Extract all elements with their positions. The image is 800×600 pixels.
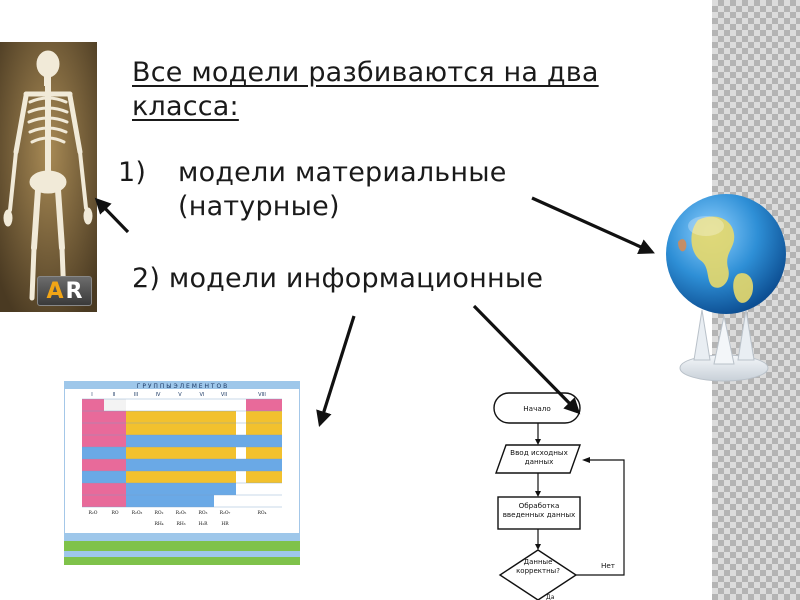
globe-image — [666, 194, 786, 382]
flowchart-input-label: Ввод исходных данных — [510, 448, 568, 466]
ptable-hydride-4: HR — [221, 521, 229, 527]
flowchart-no-label: Нет — [601, 561, 615, 570]
slide-title: Все модели разбиваются на два класса: — [132, 57, 599, 122]
flowchart-process-shape — [497, 496, 581, 530]
ptable-oxide-2: RO — [111, 510, 118, 516]
flowchart-decision-label: Данные корректны? — [516, 558, 560, 575]
ptable-hydride-3: H₂R — [198, 521, 208, 527]
ptable-oxide-3: R₂O₃ — [132, 510, 143, 516]
flowchart-yes-label: Да — [546, 594, 555, 600]
ptable-group-7: VII — [221, 392, 227, 398]
ptable-oxide-1: R₂O — [89, 510, 98, 516]
ptable-cells — [82, 399, 282, 507]
ar-letter-r: R — [65, 278, 83, 304]
ptable-oxide-4: RO₂ — [155, 510, 164, 516]
list-item-1-text: модели материальные (натурные) — [178, 157, 507, 222]
ptable-group-5: V — [178, 392, 182, 398]
flowchart-process-label: Обработка введенных данных — [502, 501, 576, 519]
ptable-oxide-7: R₂O₇ — [220, 510, 231, 516]
ptable-oxide-8: RO₄ — [258, 510, 267, 516]
flowchart-start-label: Начало — [523, 404, 550, 413]
ptable-hydride-1: RH₄ — [154, 521, 163, 527]
arrow-to-periodic-table — [316, 315, 356, 428]
list-item-2-text: 2) модели информационные — [132, 263, 544, 294]
periodic-table-image: Г Р У П П Ы Э Л Е М Е Н Т О В I II III I… — [64, 381, 300, 565]
ptable-header: Г Р У П П Ы Э Л Е М Е Н Т О В — [137, 383, 227, 390]
skeleton-image — [0, 42, 97, 312]
ptable-group-6: VI — [200, 392, 205, 398]
list-item-1-number: 1) — [118, 157, 147, 188]
ptable-oxide-6: RO₃ — [199, 510, 208, 516]
ptable-hydride-2: RH₃ — [176, 521, 185, 527]
arrow-to-skeleton — [94, 197, 130, 234]
flowchart-image: Начало Ввод исходных данных Обработка вв… — [493, 392, 625, 600]
ptable-group-3: III — [134, 392, 138, 398]
ptable-group-4: IV — [156, 392, 161, 398]
ptable-group-2: II — [113, 392, 116, 398]
flowchart-decision-shape — [498, 549, 578, 600]
flowchart-input-shape — [495, 444, 581, 474]
ar-letter-a: A — [46, 278, 64, 304]
ptable-group-1: I — [91, 392, 92, 398]
ar-badge: A R — [37, 276, 92, 306]
ptable-group-8: VIII — [258, 392, 266, 398]
ptable-oxide-5: R₂O₅ — [176, 510, 187, 516]
